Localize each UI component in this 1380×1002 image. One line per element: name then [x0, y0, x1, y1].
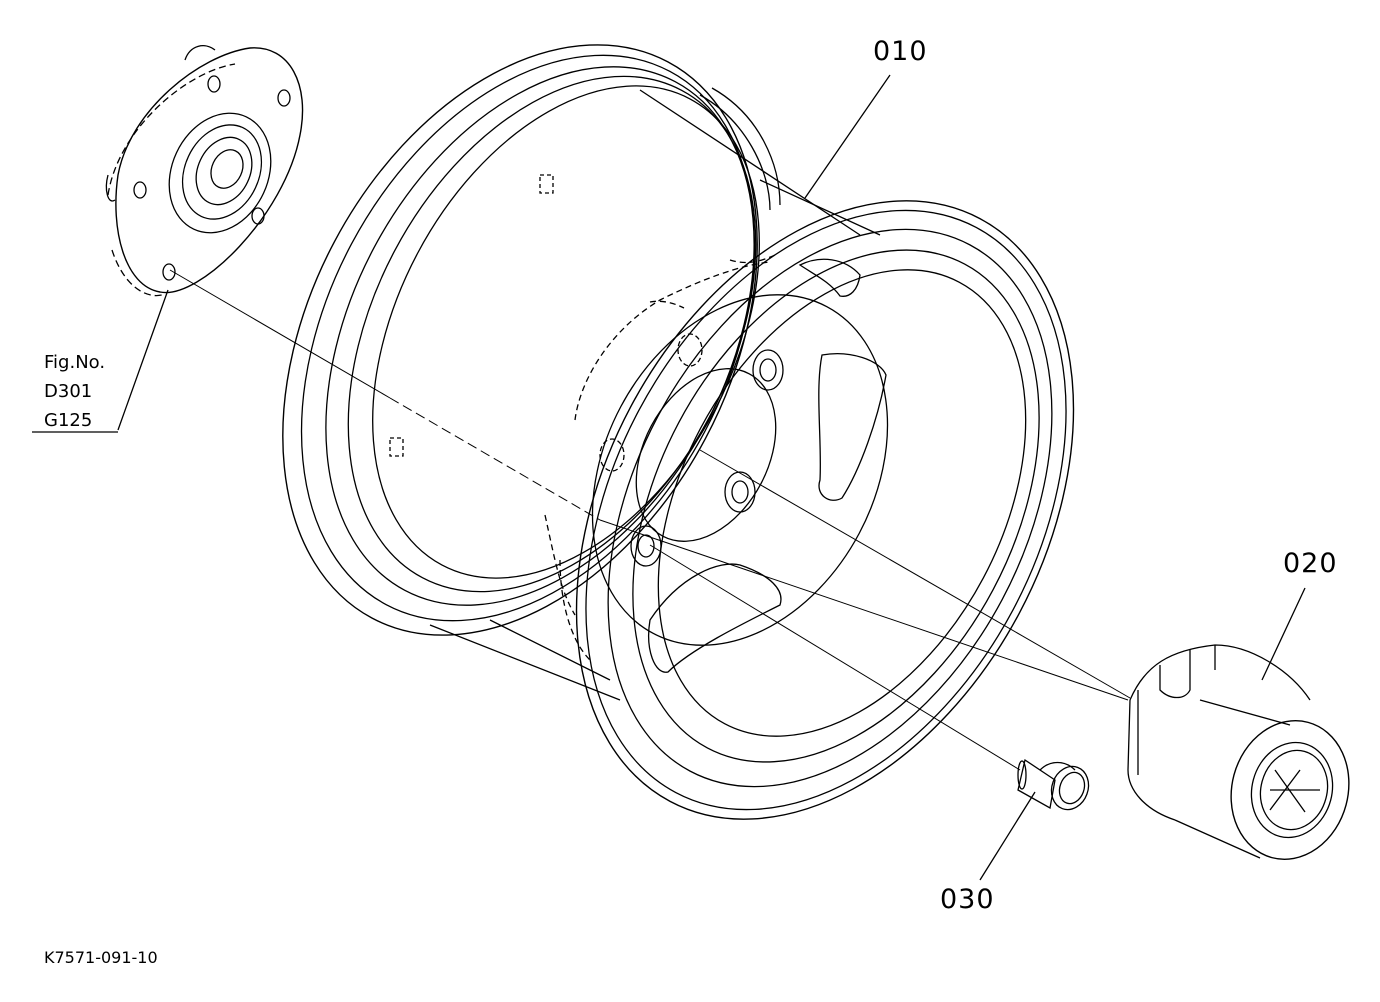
wheel-rim — [282, 44, 1075, 820]
figure-reference-line-2: D301 — [44, 381, 93, 402]
callout-020: 020 — [1283, 548, 1338, 579]
callout-030: 030 — [940, 884, 995, 915]
leader-lines — [32, 74, 1306, 881]
assembly-lines — [169, 269, 1131, 771]
figure-reference-line-1: Fig.No. — [44, 352, 106, 373]
hub-cap — [1127, 644, 1350, 860]
callout-010: 010 — [873, 36, 928, 67]
wheel-bolt — [1017, 758, 1090, 811]
figure-reference-line-3: G125 — [44, 410, 93, 431]
hub-flange — [105, 45, 304, 297]
document-id: K7571-091-10 — [44, 948, 158, 967]
